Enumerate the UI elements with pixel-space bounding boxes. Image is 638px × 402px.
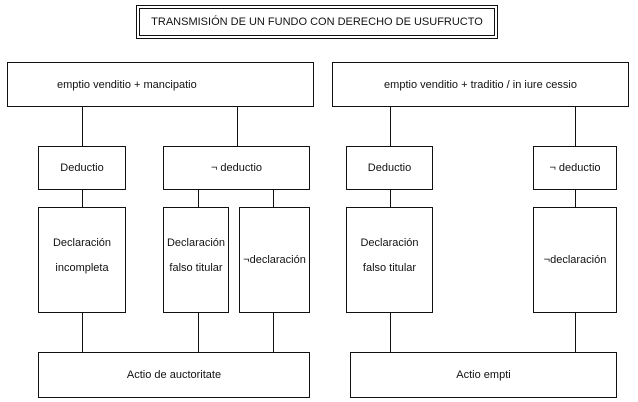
box-emptio-venditio-mancipatio: emptio venditio + mancipatio [7, 62, 314, 107]
connector-line [237, 107, 238, 146]
box-declaracion-falso-titular-left: Declaración falso titular [163, 207, 229, 313]
box-label: Actio empti [456, 369, 511, 381]
box-label: Deductio [367, 162, 412, 174]
box-neg-declaracion-left: ¬declaración [239, 207, 310, 313]
connector-line [273, 313, 274, 352]
box-deductio-right: Deductio [346, 146, 433, 190]
box-label: emptio venditio + mancipatio [57, 78, 197, 91]
title-frame: TRANSMISIÓN DE UN FUNDO CON DERECHO DE U… [136, 5, 498, 39]
connector-line [390, 313, 391, 352]
box-label-line: falso titular [362, 262, 417, 274]
box-declaracion-falso-titular-right: Declaración falso titular [346, 207, 433, 313]
box-label: Deductio [60, 162, 104, 174]
connector-line [198, 313, 199, 352]
connector-line [390, 190, 391, 207]
connector-line [82, 107, 83, 146]
box-emptio-venditio-traditio: emptio venditio + traditio / in iure ces… [332, 62, 629, 107]
box-declaracion-incompleta: Declaración incompleta [38, 207, 126, 313]
box-label-line: Declaración [360, 237, 419, 249]
box-deductio-left: Deductio [38, 146, 126, 190]
box-neg-deductio-left: ¬ deductio [163, 146, 310, 190]
connector-line [575, 190, 576, 207]
diagram-title: TRANSMISIÓN DE UN FUNDO CON DERECHO DE U… [139, 8, 495, 36]
box-label: Actio de auctoritate [126, 369, 222, 381]
connector-line [575, 313, 576, 352]
box-label-line: Declaración [52, 237, 112, 249]
connector-line [273, 190, 274, 207]
box-label: emptio venditio + traditio / in iure ces… [384, 78, 577, 91]
connector-line [82, 313, 83, 352]
box-label: ¬declaración [243, 254, 306, 266]
box-neg-declaracion-right: ¬declaración [533, 207, 617, 313]
box-label: ¬declaración [543, 254, 607, 266]
connector-line [198, 190, 199, 207]
connector-line [82, 190, 83, 207]
connector-line [575, 107, 576, 146]
box-label: ¬ deductio [210, 162, 263, 174]
box-label-line: Declaración [166, 237, 226, 249]
box-actio-empti: Actio empti [350, 352, 617, 398]
box-label-line: falso titular [169, 262, 223, 274]
connector-line [390, 107, 391, 146]
box-neg-deductio-right: ¬ deductio [533, 146, 617, 190]
box-label-line: incompleta [55, 262, 109, 274]
box-actio-de-auctoritate: Actio de auctoritate [38, 352, 310, 398]
box-label: ¬ deductio [549, 162, 601, 174]
